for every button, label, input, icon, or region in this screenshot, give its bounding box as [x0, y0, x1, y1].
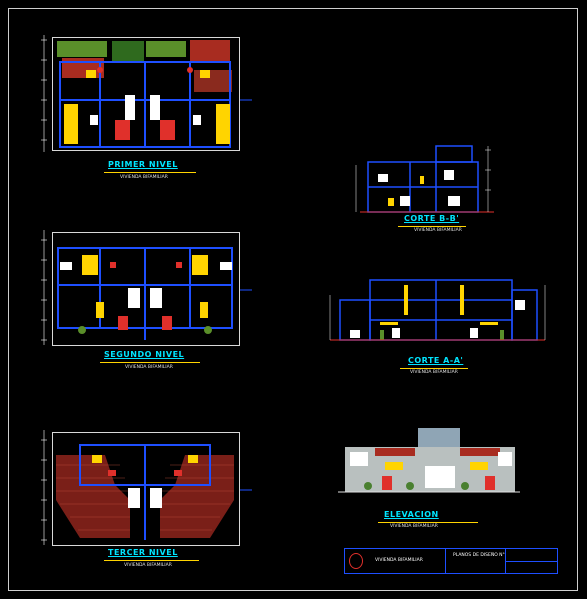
- elevation-subtitle: VIVIENDA BIFAMILIAR: [390, 524, 438, 529]
- section-aa-subtitle: VIVIENDA BIFAMILIAR: [410, 370, 458, 375]
- plan-3-title: TERCER NIVEL: [108, 548, 178, 557]
- section-aa-title-line: [400, 368, 468, 369]
- plan-3-subtitle: VIVIENDA BIFAMILIAR: [124, 563, 172, 568]
- plan-1-title-line: [104, 172, 196, 173]
- plan-2-title: SEGUNDO NIVEL: [104, 350, 185, 359]
- drawing-frame: [8, 8, 578, 591]
- plan-3-frame: [52, 432, 240, 546]
- plan-2-title-line: [100, 362, 200, 363]
- plan-1-title: PRIMER NIVEL: [108, 160, 178, 169]
- title-block-project: VIVIENDA BIFAMILIAR: [375, 558, 423, 563]
- section-bb-title: CORTE B-B': [404, 214, 460, 223]
- title-block-logo: [349, 553, 363, 569]
- elevation-title-line: [378, 522, 478, 523]
- plan-2-subtitle: VIVIENDA BIFAMILIAR: [125, 365, 173, 370]
- plan-1-subtitle: VIVIENDA BIFAMILIAR: [120, 175, 168, 180]
- title-block-sheet-name: PLANOS DE DISEÑO N°: [453, 553, 505, 558]
- title-block-divider-3: [505, 561, 557, 562]
- section-bb-title-line: [398, 226, 466, 227]
- title-block-divider-1: [445, 549, 446, 573]
- title-block: VIVIENDA BIFAMILIAR PLANOS DE DISEÑO N°: [344, 548, 558, 574]
- elevation-title: ELEVACION: [384, 510, 439, 519]
- plan-3-title-line: [104, 560, 199, 561]
- plan-2-frame: [52, 232, 240, 346]
- section-bb-subtitle: VIVIENDA BIFAMILIAR: [414, 228, 462, 233]
- section-aa-title: CORTE A-A': [408, 356, 464, 365]
- plan-1-frame: [52, 37, 240, 151]
